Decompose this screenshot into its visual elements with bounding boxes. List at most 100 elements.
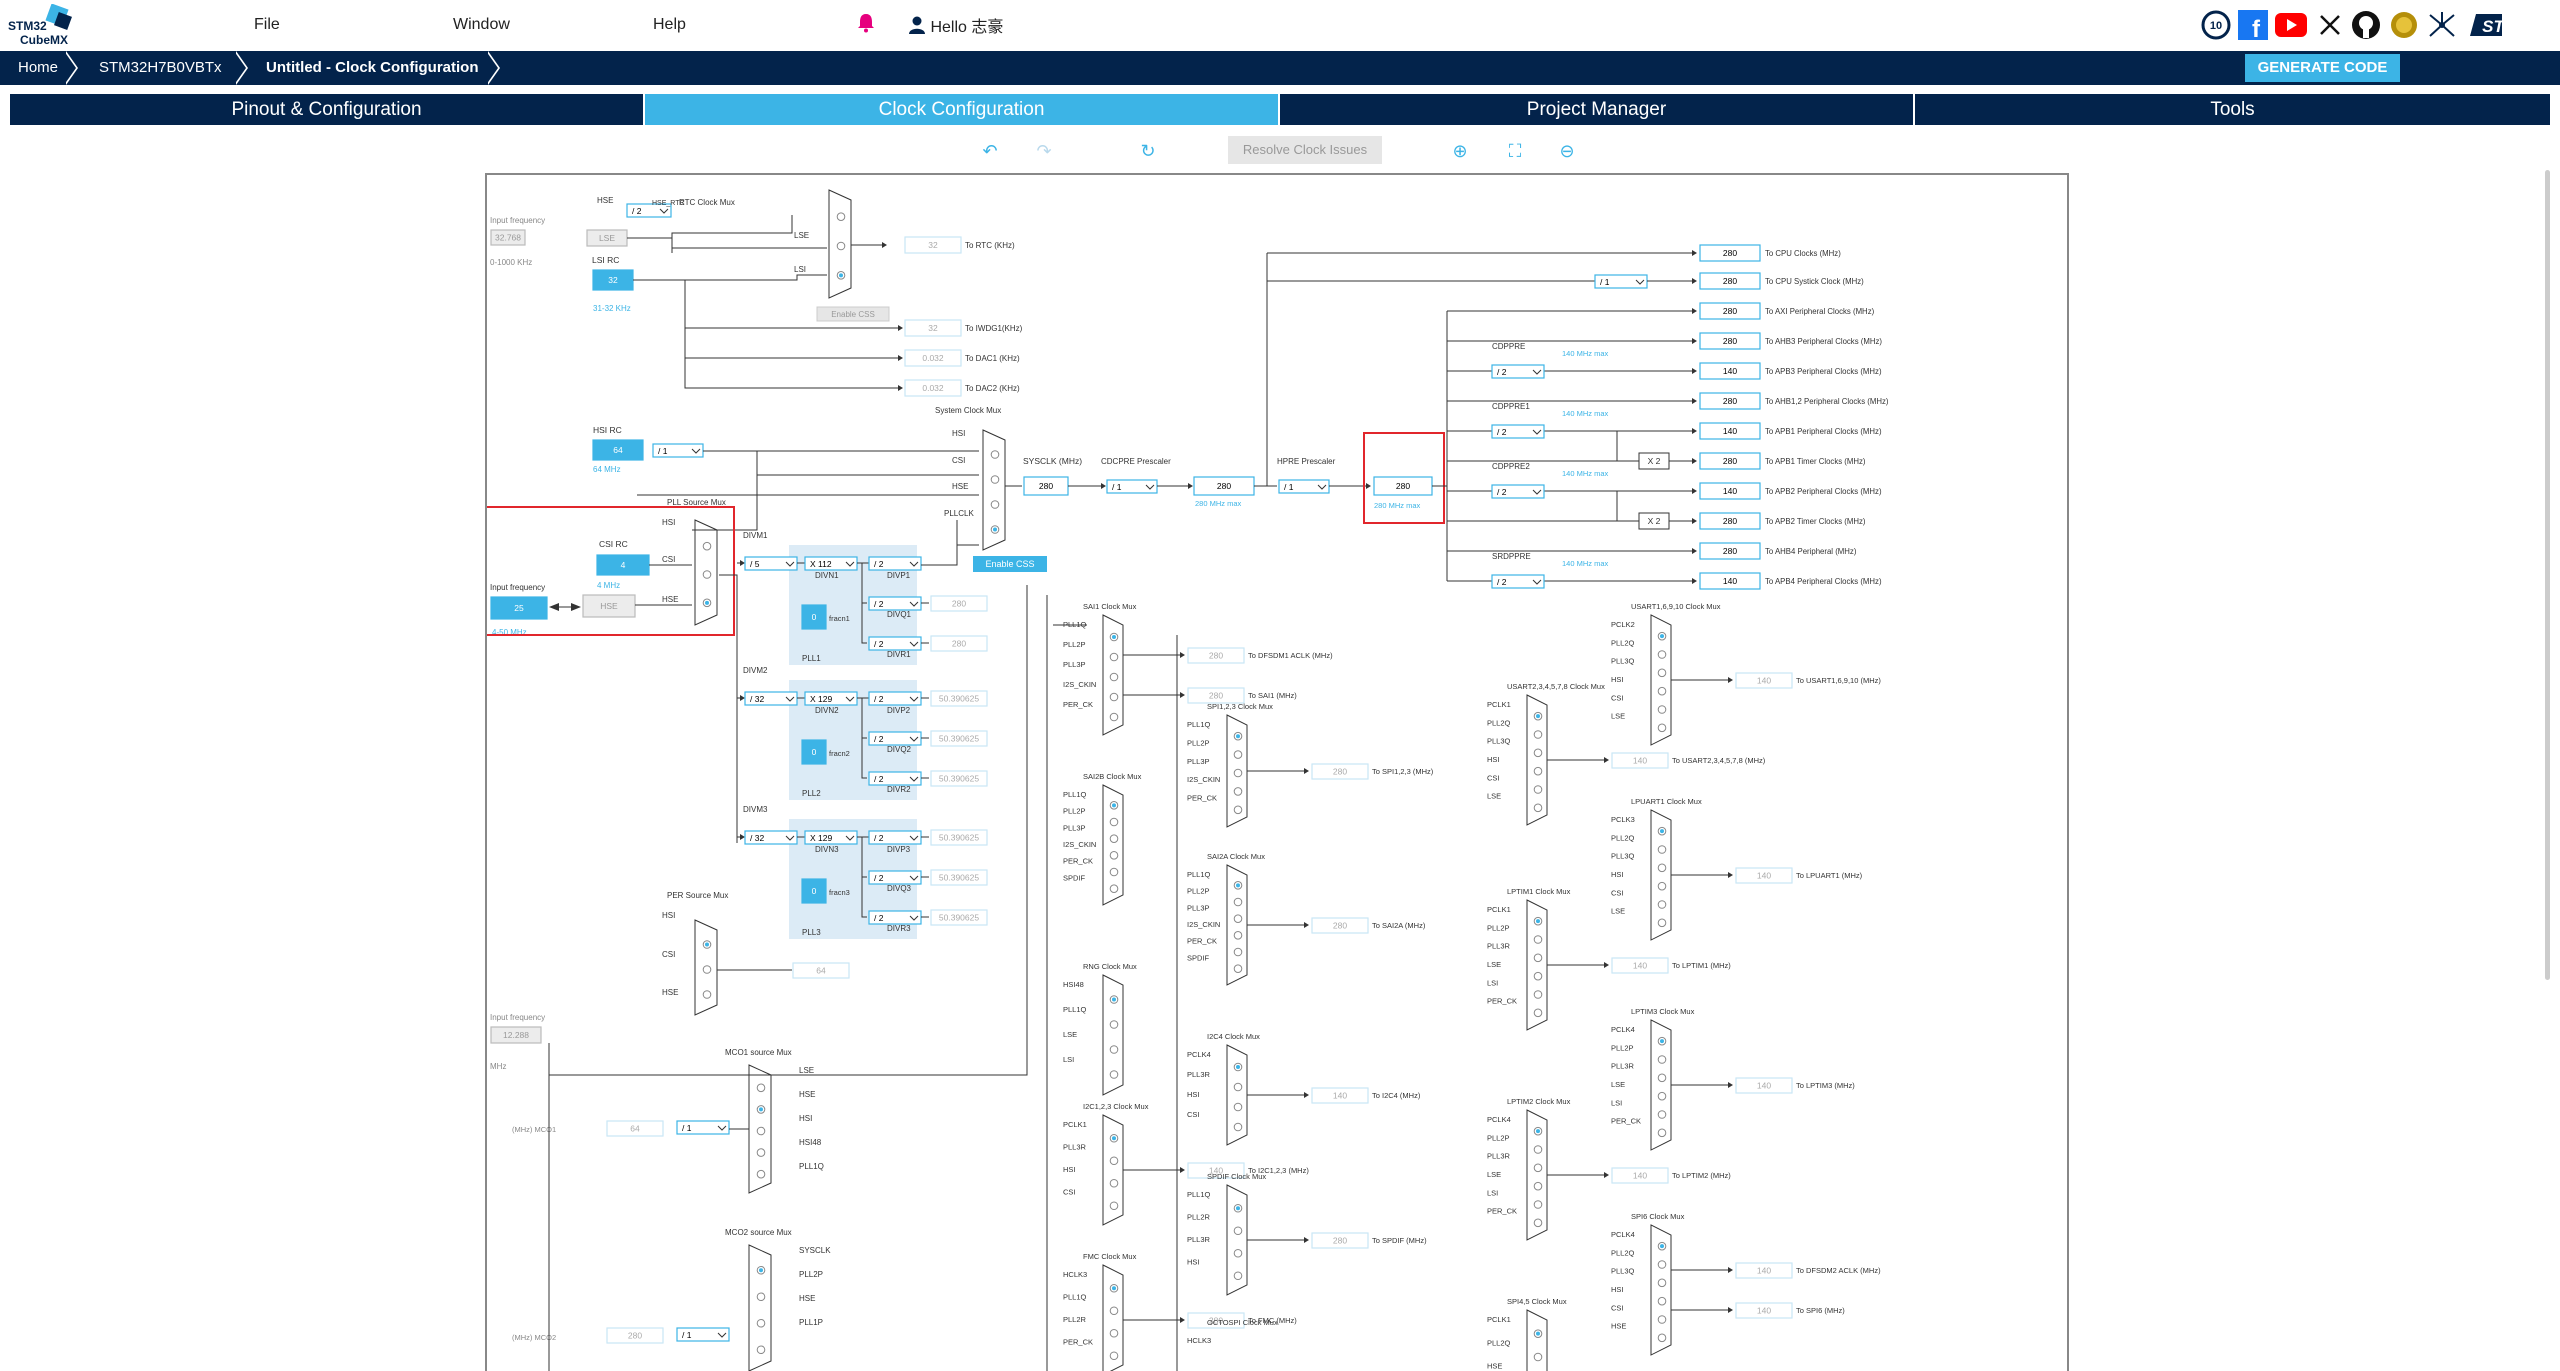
tab-project-manager[interactable]: Project Manager bbox=[1280, 94, 1913, 125]
lptim2-mux-radio[interactable] bbox=[1533, 1181, 1543, 1191]
usart16910-mux[interactable] bbox=[1650, 614, 1672, 746]
lpuart1-mux-radio[interactable] bbox=[1657, 863, 1667, 873]
i2c123-mux-radio[interactable] bbox=[1109, 1201, 1119, 1211]
vertical-scrollbar[interactable] bbox=[2545, 170, 2550, 980]
sai1-mux-radio[interactable] bbox=[1109, 672, 1119, 682]
lpuart1-mux-radio[interactable] bbox=[1657, 900, 1667, 909]
mco1-mux-radio[interactable] bbox=[756, 1126, 766, 1136]
bus-output-10-box[interactable] bbox=[1699, 542, 1761, 560]
bus-output-1-box[interactable] bbox=[1699, 272, 1761, 290]
lptim3-mux-radio[interactable] bbox=[1657, 1055, 1667, 1064]
spi6-mux[interactable] bbox=[1650, 1224, 1672, 1356]
usart2345-mux-radio[interactable] bbox=[1533, 785, 1543, 794]
usart2345-mux-radio[interactable] bbox=[1533, 766, 1543, 776]
tab-clock-configuration[interactable]: Clock Configuration bbox=[645, 94, 1278, 125]
i2c123-mux[interactable] bbox=[1102, 1114, 1124, 1226]
bus-output-9-box[interactable] bbox=[1699, 512, 1761, 530]
per-output-box[interactable] bbox=[792, 962, 850, 979]
sai1-output-0-box[interactable] bbox=[1187, 647, 1245, 664]
spi123-output-0-box[interactable] bbox=[1311, 763, 1369, 780]
mco2-output-box[interactable] bbox=[606, 1327, 664, 1344]
lpuart1-mux-radio[interactable] bbox=[1657, 845, 1667, 854]
breadcrumb-device[interactable]: STM32H7B0VBTx bbox=[99, 59, 222, 76]
mco2-mux-radio[interactable] bbox=[756, 1318, 766, 1328]
rtc-clock-mux-radio[interactable] bbox=[836, 241, 846, 251]
sai2b-mux-radio[interactable] bbox=[1109, 817, 1119, 827]
lpuart1-mux-radio[interactable] bbox=[1657, 918, 1667, 928]
sai1-mux-radio[interactable] bbox=[1109, 712, 1119, 722]
prescaler-divider-3[interactable] bbox=[1491, 574, 1545, 589]
pll1-r-output-box[interactable] bbox=[930, 635, 988, 652]
sai2a-output-0-box[interactable] bbox=[1311, 917, 1369, 934]
enable-css-hse-button[interactable] bbox=[973, 556, 1047, 572]
spi45-mux-radio[interactable] bbox=[1533, 1352, 1543, 1362]
per-source-mux-radio[interactable] bbox=[702, 990, 712, 999]
zoom-in-icon[interactable]: ⊕ bbox=[1452, 141, 1468, 161]
rng-mux-radio[interactable] bbox=[1109, 1020, 1119, 1029]
sai1-mux-radio[interactable] bbox=[1109, 692, 1119, 702]
bus-output-7-box[interactable] bbox=[1699, 452, 1761, 470]
fit-icon[interactable]: ⛶ bbox=[1508, 141, 1522, 161]
lptim1-mux-radio[interactable] bbox=[1533, 1008, 1543, 1018]
prescaler-divider-2[interactable] bbox=[1491, 484, 1545, 499]
spi123-mux-radio[interactable] bbox=[1233, 787, 1243, 796]
lptim3-mux-radio[interactable] bbox=[1657, 1110, 1667, 1119]
spdif-output-0-box[interactable] bbox=[1311, 1232, 1369, 1249]
usart16910-mux-radio[interactable] bbox=[1657, 650, 1667, 659]
spdif-mux-radio[interactable] bbox=[1233, 1248, 1243, 1258]
sai2a-mux-radio[interactable] bbox=[1233, 914, 1243, 923]
fmc-mux-radio[interactable] bbox=[1109, 1328, 1119, 1338]
mco1-divider[interactable] bbox=[676, 1120, 730, 1135]
sai2b-mux-radio[interactable] bbox=[1109, 834, 1119, 843]
spi6-mux-radio[interactable] bbox=[1657, 1315, 1667, 1324]
i2c4-mux-radio[interactable] bbox=[1233, 1082, 1243, 1092]
zoom-out-icon[interactable]: ⊖ bbox=[1559, 141, 1575, 161]
bus-output-3-box[interactable] bbox=[1699, 332, 1761, 350]
sun-icon[interactable] bbox=[2387, 8, 2421, 42]
lptim2-mux[interactable] bbox=[1526, 1109, 1548, 1241]
sai2a-mux[interactable] bbox=[1226, 864, 1248, 986]
github-icon[interactable] bbox=[2349, 8, 2383, 42]
sai1-mux-radio[interactable] bbox=[1109, 652, 1119, 662]
dac2-output-box[interactable] bbox=[904, 379, 962, 397]
lpuart1-mux-radio[interactable] bbox=[1657, 881, 1667, 891]
lptim2-mux-radio[interactable] bbox=[1533, 1145, 1543, 1154]
bus-output-8-box[interactable] bbox=[1699, 482, 1761, 500]
lptim3-mux-radio[interactable] bbox=[1657, 1128, 1667, 1138]
lpuart1-mux[interactable] bbox=[1650, 809, 1672, 941]
spi6-output-0-box[interactable] bbox=[1735, 1262, 1793, 1279]
lptim1-mux-radio[interactable] bbox=[1533, 935, 1543, 944]
spdif-mux-radio[interactable] bbox=[1233, 1271, 1243, 1281]
enable-css-lse-button[interactable] bbox=[816, 306, 890, 322]
i2c123-mux-radio[interactable] bbox=[1109, 1178, 1119, 1188]
x-icon[interactable] bbox=[2313, 8, 2347, 42]
pll3-r-output-box[interactable] bbox=[930, 909, 988, 926]
rtc-clock-mux-radio[interactable] bbox=[836, 212, 846, 221]
lptim2-output-0-box[interactable] bbox=[1611, 1167, 1669, 1184]
sai2a-mux-radio[interactable] bbox=[1233, 947, 1243, 957]
spdif-mux[interactable] bbox=[1226, 1184, 1248, 1296]
menu-window[interactable]: Window bbox=[453, 16, 510, 33]
lptim2-mux-radio[interactable] bbox=[1533, 1218, 1543, 1228]
sai2b-mux-radio[interactable] bbox=[1109, 867, 1119, 877]
rng-mux-radio[interactable] bbox=[1109, 1045, 1119, 1054]
spdif-mux-radio[interactable] bbox=[1233, 1226, 1243, 1236]
pll2-r-output-box[interactable] bbox=[930, 770, 988, 787]
lptim1-mux[interactable] bbox=[1526, 899, 1548, 1031]
x2-multiplier-0[interactable] bbox=[1638, 452, 1670, 470]
system-clock-mux-radio[interactable] bbox=[990, 475, 1000, 484]
sai2a-mux-radio[interactable] bbox=[1233, 897, 1243, 907]
i2c123-output-0-box[interactable] bbox=[1187, 1162, 1245, 1179]
breadcrumb-home[interactable]: Home bbox=[18, 59, 59, 76]
spi123-mux-radio[interactable] bbox=[1233, 805, 1243, 815]
pll1-fracn-box[interactable] bbox=[801, 604, 827, 630]
i2c123-mux-radio[interactable] bbox=[1109, 1156, 1119, 1166]
mco1-mux-radio[interactable] bbox=[756, 1169, 766, 1179]
youtube-icon[interactable] bbox=[2274, 8, 2308, 42]
usart16910-mux-radio[interactable] bbox=[1657, 705, 1667, 714]
st-logo-icon[interactable]: ST bbox=[2468, 8, 2502, 42]
bell-icon[interactable] bbox=[857, 13, 875, 33]
sai1-output-1-box[interactable] bbox=[1187, 687, 1245, 704]
rng-mux[interactable] bbox=[1102, 974, 1124, 1096]
user-greeting[interactable]: Hello 志豪 bbox=[908, 13, 1003, 39]
